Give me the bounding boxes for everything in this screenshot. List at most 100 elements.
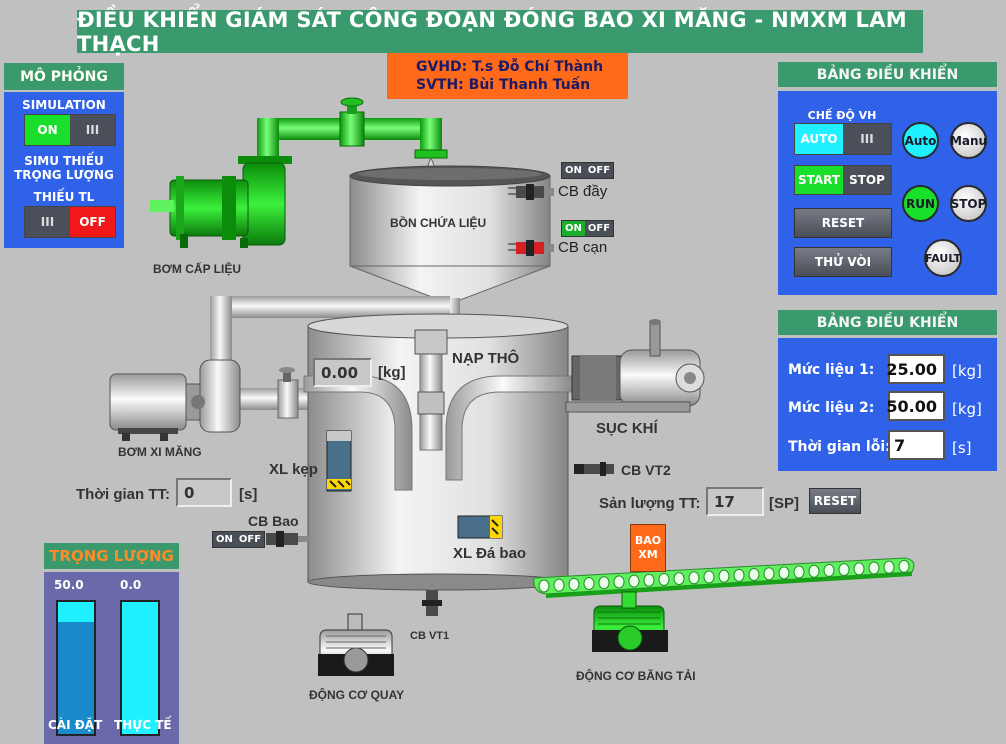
xl-kep-label: XL kẹp: [269, 461, 318, 478]
conveyor-roller: [568, 577, 580, 591]
conveyor-roller: [763, 567, 775, 581]
stop-button[interactable]: STOP: [843, 166, 891, 194]
mode-label: CHẾ ĐỘ VH: [807, 109, 877, 122]
cb-can-label: CB cạn: [558, 239, 608, 256]
dong-co-bang-tai-label: ĐỘNG CƠ BĂNG TẢI: [576, 669, 696, 683]
bon-chua-lieu-label: BỒN CHỨA LIỆU: [390, 216, 487, 230]
conveyor-roller: [658, 572, 670, 586]
suc-khi-blower: [565, 319, 705, 413]
start-button[interactable]: START: [795, 166, 843, 194]
conveyor-roller: [553, 578, 565, 592]
conveyor-roller: [748, 568, 760, 582]
page-title: ĐIỀU KHIỂN GIÁM SÁT CÔNG ĐOẠN ĐÓNG BAO X…: [77, 8, 923, 56]
conveyor-roller: [598, 576, 610, 590]
thoi-gian-loi-label: Thời gian lỗi:: [788, 439, 891, 455]
cai-dat-value: 50.0: [54, 578, 84, 592]
san-luong-display: 17: [706, 487, 764, 516]
settings-panel: Mức liệu 1: 25.00 [kg] Mức liệu 2: 50.00…: [778, 338, 997, 471]
san-luong-unit: [SP]: [769, 495, 799, 512]
nap-tho-label: NẠP THÔ: [452, 350, 520, 367]
cb-vt1-sensor-icon: [422, 582, 442, 616]
conveyor-roller: [718, 569, 730, 583]
cb-vt2-sensor-icon: [574, 462, 614, 476]
san-luong-reset-button[interactable]: RESET: [809, 488, 861, 514]
cb-day-sensor-icon: [508, 184, 554, 200]
muc-lieu-1-input[interactable]: 25.00: [886, 354, 945, 384]
cement-bag: BAO XM: [630, 524, 666, 572]
conveyor-roller: [883, 560, 895, 574]
thuc-te-label: THỰC TẾ: [114, 718, 172, 732]
cb-can-sensor-icon: [508, 240, 554, 256]
sim-panel-title: MÔ PHỎNG: [4, 63, 124, 90]
thoi-gian-tt-display: 0: [176, 478, 232, 507]
stop-lamp: STOP: [950, 185, 987, 222]
run-lamp: RUN: [902, 185, 939, 222]
conveyor-roller: [853, 562, 865, 576]
thoi-gian-loi-input[interactable]: 7: [888, 430, 945, 460]
settings-panel-title: BẢNG ĐIỀU KHIỂN: [778, 310, 997, 335]
cb-bao-label: CB Bao: [248, 513, 299, 529]
simulation-toggle[interactable]: ON III: [24, 114, 116, 146]
thieu-tl-label: THIẾU TL: [33, 190, 95, 204]
cb-day-label: CB đầy: [558, 183, 608, 200]
muc-lieu-1-label: Mức liệu 1:: [788, 362, 875, 378]
weight-unit: [kg]: [378, 364, 406, 381]
thu-voi-button[interactable]: THỬ VÒI: [794, 247, 892, 277]
conveyor-roller: [778, 566, 790, 580]
thieu-tl-toggle[interactable]: III OFF: [24, 206, 116, 238]
conveyor-roller: [898, 559, 910, 573]
simu-thieu-label: SIMU THIẾU TRỌNG LƯỢNG: [14, 154, 114, 182]
conveyor-roller: [793, 565, 805, 579]
cb-vt2-label: CB VT2: [621, 462, 671, 478]
thieu-tl-on[interactable]: III: [25, 207, 70, 237]
conveyor-roller: [808, 564, 820, 578]
conveyor-roller: [823, 563, 835, 577]
mode-manual[interactable]: III: [843, 124, 891, 154]
simulation-off[interactable]: III: [70, 115, 115, 145]
cb-day-on: ON: [562, 163, 585, 178]
sim-panel: SIMULATION ON III SIMU THIẾU TRỌNG LƯỢNG…: [4, 92, 124, 248]
start-stop-toggle[interactable]: START STOP: [794, 165, 892, 195]
conveyor-roller: [703, 570, 715, 584]
reset-button[interactable]: RESET: [794, 208, 892, 238]
control-panel-title: BẢNG ĐIỀU KHIỂN: [778, 62, 997, 87]
conveyor-roller: [688, 571, 700, 585]
bom-cap-lieu-label: BƠM CẤP LIỆU: [153, 262, 242, 276]
conveyor-roller: [868, 561, 880, 575]
control-panel: CHẾ ĐỘ VH AUTO III Auto Manu START STOP …: [778, 91, 997, 295]
cb-bao-sensor-icon: [266, 531, 310, 547]
cb-bao-status: ON OFF: [212, 531, 266, 548]
thuc-te-value: 0.0: [120, 578, 142, 592]
gvhd-text: GVHD: T.s Đỗ Chí Thành: [416, 59, 604, 75]
feed-pipe: [257, 97, 448, 168]
mode-auto[interactable]: AUTO: [795, 124, 843, 154]
dong-co-quay-motor: [318, 613, 394, 676]
thoi-gian-tt-unit: [s]: [239, 486, 258, 503]
conveyor-rollers: [538, 559, 910, 593]
dong-co-quay-label: ĐỘNG CƠ QUAY: [309, 688, 405, 702]
cb-day-off: OFF: [584, 163, 614, 178]
sensors: [266, 184, 614, 616]
conveyor-roller: [538, 579, 550, 593]
mode-toggle[interactable]: AUTO III: [794, 123, 892, 155]
cai-dat-bar-unfilled: [58, 602, 94, 622]
muc-lieu-2-input[interactable]: 50.00: [886, 391, 945, 421]
simulation-on[interactable]: ON: [25, 115, 70, 145]
thieu-tl-off[interactable]: OFF: [70, 207, 115, 237]
cb-bao-on: ON: [213, 532, 236, 547]
conveyor-roller: [733, 568, 745, 582]
muc-lieu-2-unit: [kg]: [952, 400, 982, 418]
suc-khi-label: SỤC KHÍ: [596, 420, 658, 437]
cb-can-on: ON: [562, 221, 585, 236]
cb-can-status: ON OFF: [561, 220, 615, 237]
auto-lamp: Auto: [902, 122, 939, 159]
muc-lieu-2-label: Mức liệu 2:: [788, 400, 875, 416]
dong-co-bang-tai-motor: [592, 591, 668, 652]
conveyor-roller: [583, 577, 595, 591]
muc-lieu-1-unit: [kg]: [952, 362, 982, 380]
thuc-te-bar-unfilled: [122, 602, 158, 734]
author-box: GVHD: T.s Đỗ Chí Thành SVTH: Bùi Thanh T…: [387, 53, 628, 99]
bom-xi-mang-pump: [109, 359, 241, 441]
conveyor-roller: [613, 575, 625, 589]
